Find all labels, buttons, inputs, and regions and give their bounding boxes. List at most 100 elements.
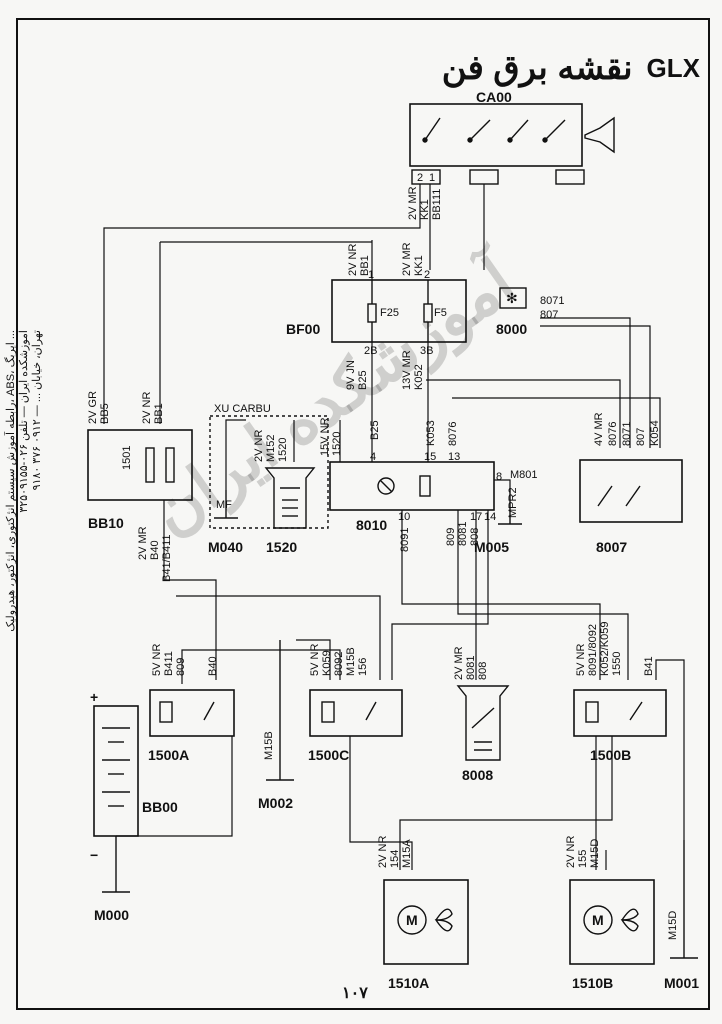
wl-8010-808: 808 <box>469 528 481 546</box>
wl-1510a-154: 154 <box>389 850 401 868</box>
m000-label: M000 <box>94 907 129 923</box>
fan-motor-1510a: M 1510A <box>383 879 469 991</box>
snowflake-icon <box>499 287 527 309</box>
relay-1500c: 1500C <box>308 689 403 763</box>
m002-wire-label: M15B <box>263 731 275 760</box>
wl-bf-kk1: KK1 <box>413 255 425 276</box>
wl-8010-mpr2: MPR2 <box>507 487 519 518</box>
ground-m002: M15B M002 <box>258 640 294 811</box>
relay-1500b-label: 1500B <box>590 747 631 763</box>
wl-a-5v: 5V NR <box>151 644 163 676</box>
title-persian: نقشه برق فن <box>441 49 633 87</box>
wl-c-8092: 8092 <box>333 652 345 676</box>
pin-label: 4 <box>370 451 376 463</box>
page-number: ۱۰۷ <box>342 985 368 1002</box>
pin-label: 2 <box>417 172 423 184</box>
wl-d-808: 808 <box>477 662 489 680</box>
ca00-switch: CA00 <box>409 89 615 185</box>
wl-1520-m152: M152 <box>265 434 277 462</box>
wl-bb10-nr: 2V NR <box>141 392 153 424</box>
snowflake-glyph: ✻ <box>506 290 518 306</box>
wl-b-k052: K052/K059 <box>599 622 611 676</box>
wl-c-5v: 5V NR <box>309 644 321 676</box>
xu-carbu-box <box>209 415 329 529</box>
relay-1500c-label: 1500C <box>308 747 349 763</box>
s8000-label: 8000 <box>496 321 527 337</box>
fuse-f5-label: F5 <box>434 307 447 319</box>
wl-1510b-nr: 2V NR <box>565 836 577 868</box>
ca00-label: CA00 <box>476 89 512 105</box>
wl-8010-15v: 15V NR <box>319 417 331 456</box>
pin-label: 8 <box>496 471 502 483</box>
m005-label: M005 <box>474 539 509 555</box>
sensor-1520-label: 1520 <box>266 539 297 555</box>
wl-ca-2v: 2V MR <box>407 186 419 220</box>
wl-8010-k053: K053 <box>425 420 437 446</box>
fan-motor-1510b-label: 1510B <box>572 975 613 991</box>
title-model: GLX <box>646 52 700 83</box>
wl-b-8091: 8091/8092 <box>587 624 599 676</box>
wl-1510b-m15d: M15D <box>589 839 601 868</box>
sensor-8008-label: 8008 <box>462 767 493 783</box>
relay-8007-label: 8007 <box>596 539 627 555</box>
wl-1520-nr: 2V NR <box>253 430 265 462</box>
wl-8010-8091: 8091 <box>399 528 411 552</box>
unit-8010-label: 8010 <box>356 517 387 533</box>
wl-bb10-bb1: BB1 <box>153 403 165 424</box>
pin-label: 1 <box>429 172 435 184</box>
wl-8010-8076: 8076 <box>447 422 459 446</box>
wl-bb10-mr: 2V MR <box>137 526 149 560</box>
m002-label: M002 <box>258 795 293 811</box>
wire-label-group: 2V MR KK1 BB111 2V NR BB1 2V MR KK1 9V J… <box>87 186 661 868</box>
pin-label: 13 <box>448 451 460 463</box>
unit-8010: 8010 <box>329 461 495 533</box>
bf00-fusebox: F25 F5 BF00 <box>286 279 467 343</box>
wl-bf-bb1: BB1 <box>359 255 371 276</box>
m001-wire-label: M15D <box>667 911 679 940</box>
wl-c-156: 156 <box>357 658 369 676</box>
wl-8007-807: 807 <box>635 428 647 446</box>
wl-8010-8081: 8081 <box>457 522 469 546</box>
ground-m000: M000 <box>94 836 130 923</box>
wl-d-2vmr: 2V MR <box>453 646 465 680</box>
wl-a-b40: B40 <box>207 656 219 676</box>
ground-m001: M001 M15D <box>664 840 699 991</box>
wl-8007-k054: K054 <box>649 420 661 446</box>
pin-label: 10 <box>398 511 410 523</box>
wl-8010-1520: 1520 <box>331 432 343 456</box>
pin-label: 17 <box>470 511 482 523</box>
wl-1510a-m15a: M15A <box>401 839 413 868</box>
wl-8000-8071: 8071 <box>540 295 564 307</box>
wl-bf-b25: B25 <box>357 370 369 390</box>
wl-bb10-bb5: BB5 <box>99 403 111 424</box>
bf00-label: BF00 <box>286 321 320 337</box>
diagram-title: نقشه برق فن GLX <box>250 40 700 96</box>
wl-bb10-gr: 2V GR <box>87 391 99 424</box>
m001-label: M001 <box>664 975 699 991</box>
fuse-f25-label: F25 <box>380 307 399 319</box>
wl-8010-809: 809 <box>445 528 457 546</box>
motor-a-glyph: M <box>406 912 418 928</box>
wl-8007-8071: 8071 <box>621 422 633 446</box>
pin-label: 2B <box>364 345 377 357</box>
wl-a-809: 809 <box>175 658 187 676</box>
page-border <box>16 18 710 1010</box>
pin-label: 1 <box>368 269 374 281</box>
ground-m040: MF M040 <box>208 490 243 555</box>
wl-bb10-b40: B40 <box>149 540 161 560</box>
relay-1500a: 1500A <box>148 689 235 763</box>
wl-8000-807: 807 <box>540 309 558 321</box>
m040-label: M040 <box>208 539 243 555</box>
relay-1500b: 1500B <box>573 689 667 763</box>
battery-label: BB00 <box>142 799 178 815</box>
battery-bb00: + − BB00 <box>90 689 178 863</box>
bb10-fusebox: 1501 BB10 <box>87 429 193 531</box>
wl-8007-4v: 4V MR <box>593 412 605 446</box>
wl-8010-b25: B25 <box>369 420 381 440</box>
wl-8010-m801: M801 <box>510 469 538 481</box>
fan-motor-1510a-label: 1510A <box>388 975 429 991</box>
wl-bf-2vmr: 2V MR <box>401 242 413 276</box>
pin-label: 15 <box>424 451 436 463</box>
wl-1510a-nr: 2V NR <box>377 836 389 868</box>
